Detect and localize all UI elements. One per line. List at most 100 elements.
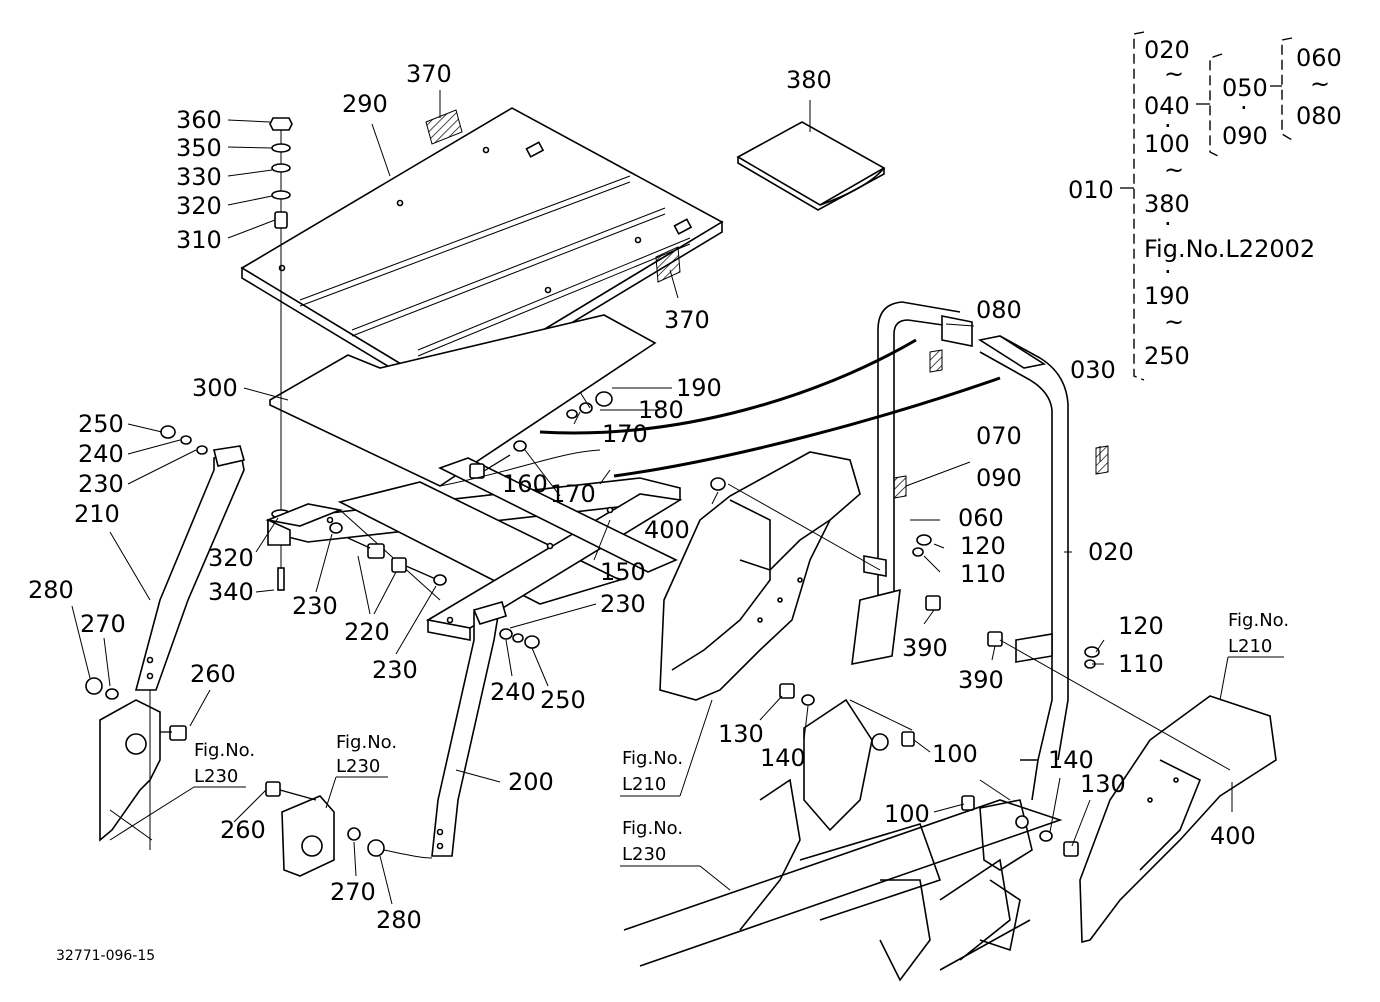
callout-230-low: 230 [372,656,418,684]
left-stay [134,425,246,691]
fig-ref-l210-fender: L210 [622,774,666,795]
tree-tilde-2: ~ [1164,156,1184,184]
callout-130-right: 130 [1080,770,1126,798]
callout-350: 350 [176,134,222,162]
fig-ref-l210-right: L210 [1228,636,1272,657]
callout-370-side: 370 [664,306,710,334]
tree-040: 040 [1144,92,1190,120]
callout-170-a: 170 [602,420,648,448]
callout-400-right: 400 [1210,822,1256,850]
callout-330: 330 [176,163,222,191]
callout-230-left: 230 [78,470,124,498]
callout-240-right: 240 [490,678,536,706]
lower-chassis [623,698,1063,982]
option-tree: 010 020 ~ 040 · 100 ~ 380 · Fig.No.L2200… [1068,36,1342,370]
warning-label-370-side [655,246,681,283]
callout-140-right: 140 [1048,746,1094,774]
callout-250-right: 250 [540,686,586,714]
fig-ref-label-right: Fig.No. [1228,610,1289,631]
callout-270-mid: 270 [330,878,376,906]
callout-290: 290 [342,90,388,118]
callout-080-frame: 080 [976,296,1022,324]
callout-100-a: 100 [932,740,978,768]
callout-280-mid: 280 [376,906,422,934]
tree-100: 100 [1144,130,1190,158]
roof-mat [269,314,657,487]
callout-230-right: 230 [600,590,646,618]
left-fender [659,451,861,701]
operators-manual [736,121,886,211]
tree-dot-3: · [1164,258,1172,286]
callout-370-top: 370 [406,60,452,88]
callout-060-frame: 060 [958,504,1004,532]
callout-300: 300 [192,374,238,402]
callout-160: 160 [502,470,548,498]
callout-260-mid: 260 [220,816,266,844]
callout-390-right: 390 [958,666,1004,694]
fig-ref-label-fender: Fig.No. [622,748,683,769]
option-tree-brackets [1120,31,1293,381]
right-stay [431,601,540,857]
callout-100-b: 100 [884,800,930,828]
tree-190: 190 [1144,282,1190,310]
callout-320-top: 320 [176,192,222,220]
rops-frame-right-post [977,335,1069,801]
callout-230-mid: 230 [292,592,338,620]
fig-ref-label-mid: Fig.No. [336,732,397,753]
callout-310: 310 [176,226,222,254]
figure-references: Fig.No. L230 Fig.No. L230 Fig.No. L210 F… [194,610,1289,865]
callout-260-left: 260 [190,660,236,688]
tree-090: 090 [1222,122,1268,150]
callout-070: 070 [976,422,1022,450]
fig-ref-label-chassis: Fig.No. [622,818,683,839]
tree-dot-4: · [1240,94,1248,122]
tree-020: 020 [1144,36,1190,64]
tree-dot-2: · [1164,210,1172,238]
callout-180: 180 [638,396,684,424]
callout-170-b: 170 [550,480,596,508]
tree-tilde-1: ~ [1164,60,1184,88]
fig-ref-l230-chassis: L230 [622,844,666,865]
callout-130-left: 130 [718,720,764,748]
leader-lines [71,90,1284,905]
callout-250-left: 250 [78,410,124,438]
canopy-roof-panel [240,107,724,402]
callout-280-left: 280 [28,576,74,604]
warning-label-370-top [425,109,463,145]
callout-390-left: 390 [902,634,948,662]
tree-250: 250 [1144,342,1190,370]
callout-380-manual: 380 [786,66,832,94]
tree-080: 080 [1296,102,1342,130]
callout-labels: 360 350 330 320 310 290 370 370 380 300 … [28,60,1256,934]
tree-fig-l22002: Fig.No.L22002 [1144,235,1315,263]
diagram-code: 32771-096-15 [56,948,155,964]
callout-200: 200 [508,768,554,796]
callout-340: 340 [208,578,254,606]
callout-240-left: 240 [78,440,124,468]
tree-tilde-4: ~ [1310,70,1330,98]
tree-dot-1: · [1164,112,1172,140]
left-mount-bracket [85,677,187,850]
tree-060: 060 [1296,44,1342,72]
callout-270-left: 270 [80,610,126,638]
callout-110-left: 110 [960,560,1006,588]
rops-frame-left-post [851,301,1109,666]
callout-320-bottom: 320 [208,544,254,572]
callout-220: 220 [344,618,390,646]
tree-050: 050 [1222,74,1268,102]
callout-120-left: 120 [960,532,1006,560]
callout-400-left: 400 [644,516,690,544]
callout-120-right: 120 [1118,612,1164,640]
bolts-hardware [329,391,613,586]
callout-020-frame: 020 [1088,538,1134,566]
tree-380: 380 [1144,190,1190,218]
fig-ref-l230-left: L230 [194,766,238,787]
right-fender [1079,695,1277,944]
canopy-frame [265,457,683,641]
callout-090-frame: 090 [976,464,1022,492]
center-mount-bracket [265,781,433,877]
fig-ref-label-left: Fig.No. [194,740,255,761]
callout-360: 360 [176,106,222,134]
callout-150: 150 [600,558,646,586]
